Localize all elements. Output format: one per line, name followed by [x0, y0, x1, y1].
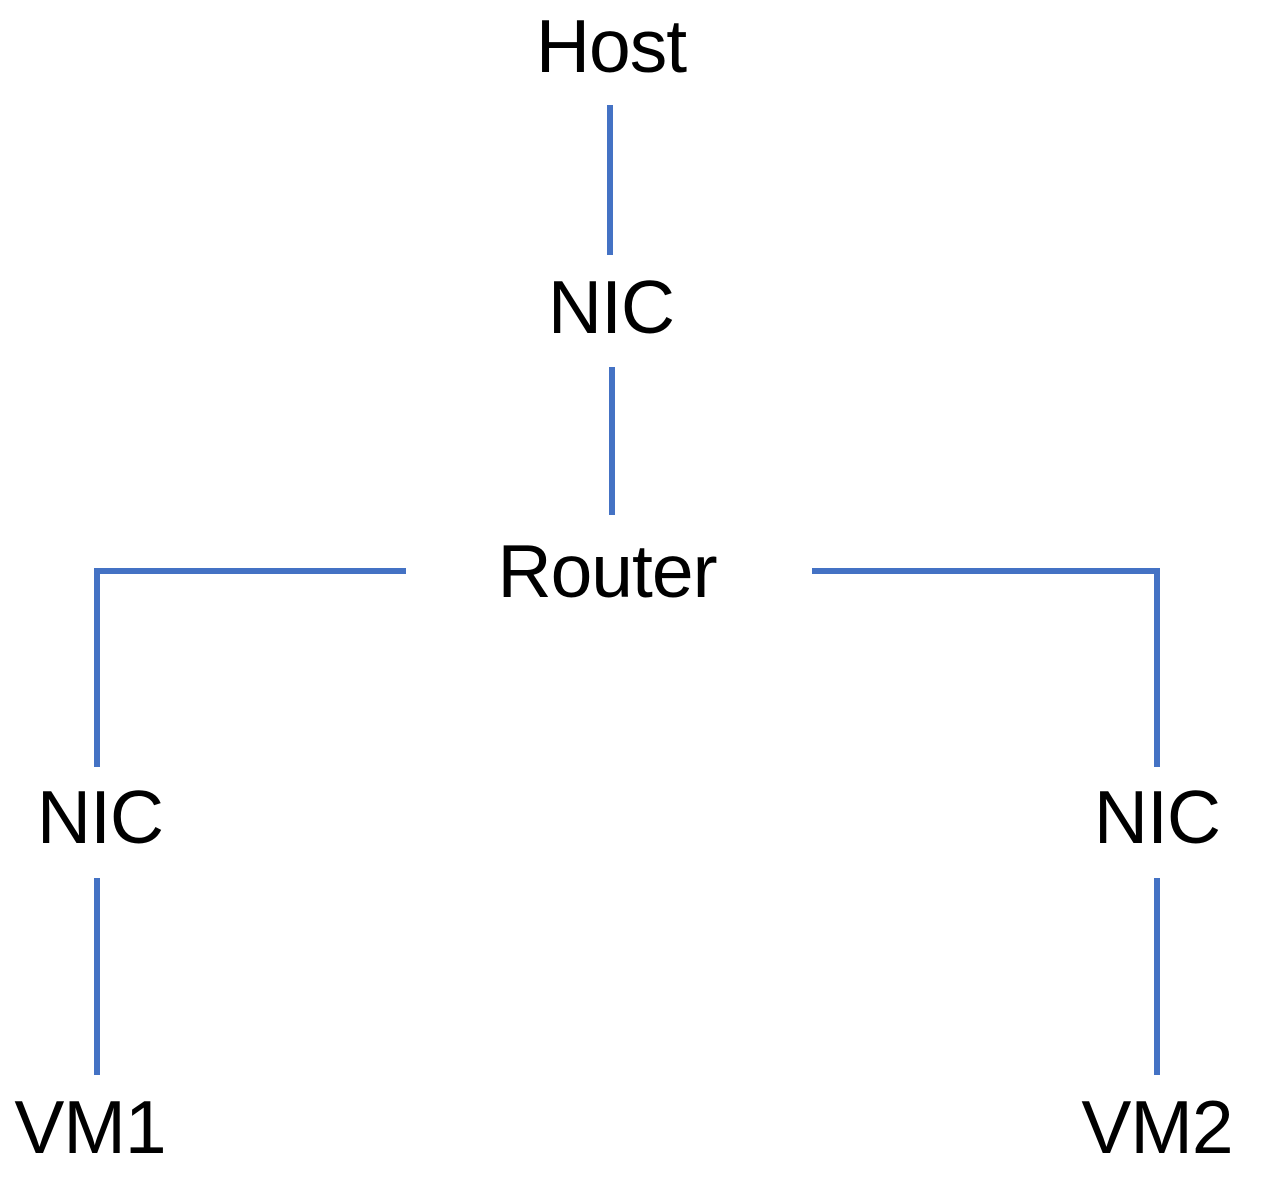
edge-nic-to-router-line: [609, 367, 615, 515]
node-vm1: VM1: [14, 1085, 166, 1169]
edge-router-to-left-nic-horizontal: [94, 568, 406, 574]
edge-router-to-left-nic-vertical: [94, 568, 100, 767]
node-right-nic: NIC: [1093, 775, 1221, 859]
node-host: Host: [535, 4, 687, 88]
edge-router-to-right-nic-horizontal: [812, 568, 1160, 574]
edge-left-nic-to-vm1-line: [94, 878, 100, 1075]
node-vm2: VM2: [1081, 1085, 1233, 1169]
edge-router-to-right-nic-vertical: [1154, 568, 1160, 767]
node-router: Router: [497, 529, 717, 613]
edge-host-to-nic-line: [607, 105, 613, 255]
edge-right-nic-to-vm2-line: [1154, 878, 1160, 1075]
node-left-nic: NIC: [36, 775, 164, 859]
node-host-nic: NIC: [547, 265, 675, 349]
